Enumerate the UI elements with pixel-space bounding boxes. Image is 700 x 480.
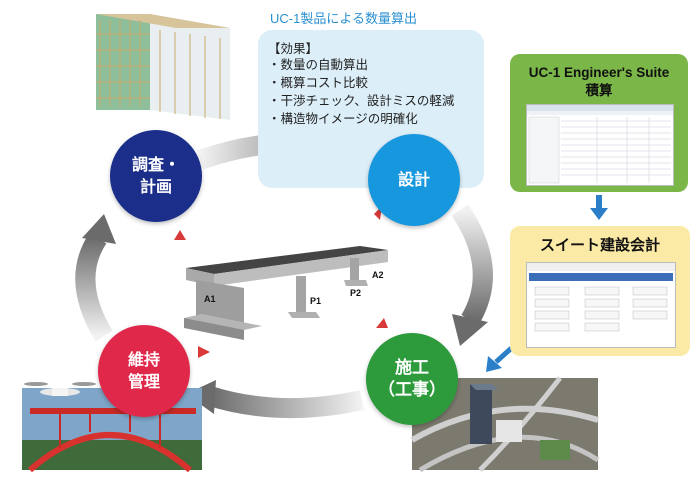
label-p2: P2 <box>350 288 362 298</box>
effect-item: ・干渉チェック、設計ミスの軽減 <box>268 93 455 108</box>
stage-survey-planning: 調査・計画 <box>110 130 202 222</box>
stage-label: 管理 <box>127 372 160 391</box>
suite-line-2: 積算 <box>585 83 613 98</box>
effects-list: ・数量の自動算出 ・概算コスト比較 ・干渉チェック、設計ミスの軽減 ・構造物イメ… <box>268 56 454 128</box>
effect-item: ・数量の自動算出 <box>268 57 369 72</box>
label-a2: A2 <box>372 270 384 280</box>
red-marker-icon <box>376 318 388 328</box>
suite-to-accounting-arrow <box>590 195 608 220</box>
stage-label: （工事） <box>378 380 446 400</box>
arrow-construction-to-maintenance <box>207 386 365 419</box>
stage-label: 維持 <box>127 350 160 369</box>
estimation-screenshot <box>526 104 674 186</box>
spreadsheet-thumbnail-icon <box>527 105 673 184</box>
stage-label: 施工 <box>395 358 429 378</box>
red-marker-icon <box>174 230 186 240</box>
page-title: UC-1製品による数量算出 <box>270 11 417 26</box>
red-marker-icon <box>198 346 210 358</box>
arrow-head-survey <box>82 214 116 244</box>
stage-label: 調査・ <box>131 155 180 174</box>
stage-construction: 施工（工事） <box>366 333 458 425</box>
effect-item: ・構造物イメージの明確化 <box>268 111 418 126</box>
stage-label: 計画 <box>139 177 172 196</box>
accounting-menu-thumbnail-icon <box>527 263 675 332</box>
stage-design: 設計 <box>368 134 460 226</box>
construction-accounting-title: スイート建設会計 <box>539 236 660 254</box>
engineers-suite-title: UC-1 Engineer's Suite 積算 <box>510 64 688 100</box>
label-p1: P1 <box>310 296 322 306</box>
arrow-head-construction <box>452 314 488 346</box>
effect-item: ・概算コスト比較 <box>268 75 369 90</box>
rebar-model-image <box>96 14 230 120</box>
label-a1: A1 <box>204 294 216 304</box>
stage-label: 設計 <box>397 170 430 189</box>
bridge-model-image <box>184 246 388 340</box>
arrow-design-to-construction <box>451 204 493 326</box>
effects-title: 【効果】 <box>268 41 319 56</box>
stage-maintenance: 維持管理 <box>98 325 190 417</box>
arrow-maintenance-to-survey <box>75 232 113 342</box>
accounting-screenshot <box>526 262 676 348</box>
suite-line-1: UC-1 Engineer's Suite <box>528 65 670 80</box>
